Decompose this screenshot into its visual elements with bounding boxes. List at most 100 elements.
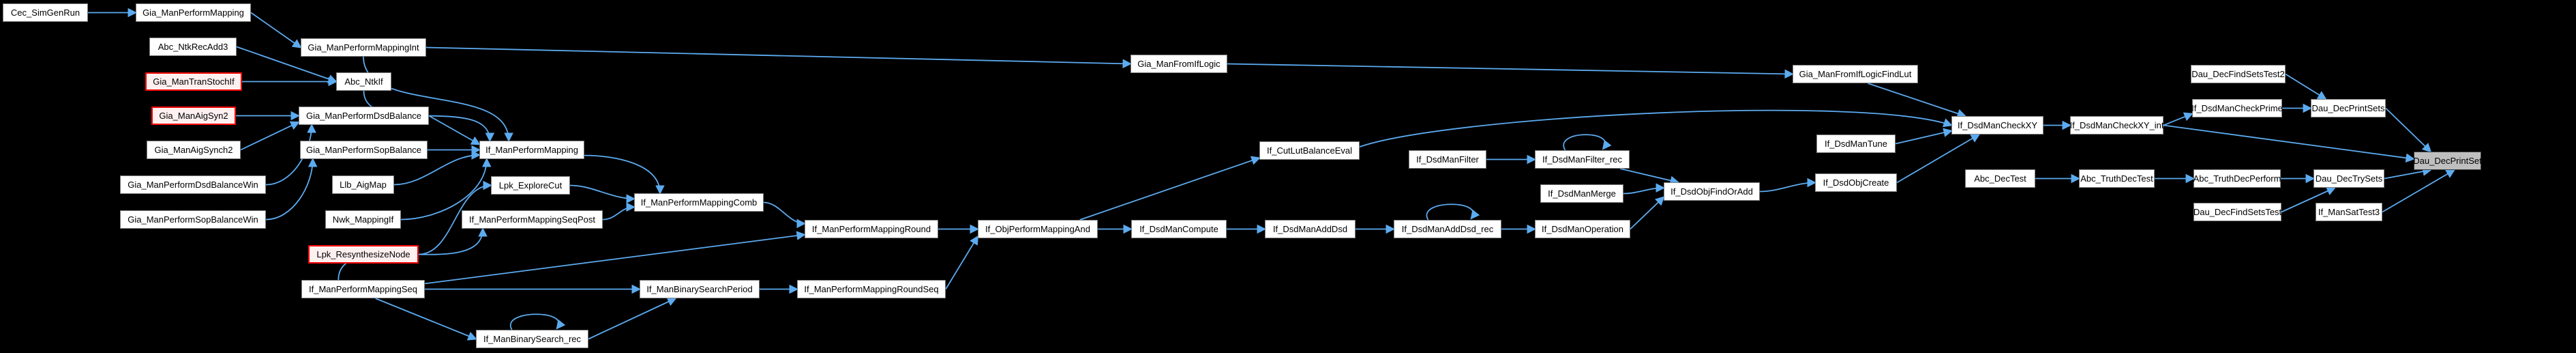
graph-node-dsdbalwin[interactable]: Gia_ManPerformDsdBalanceWin [120, 175, 266, 194]
graph-edge-filterrec-findor [1619, 168, 1680, 185]
node-label: Dau_DecTrySets [2315, 173, 2383, 184]
graph-node-checkxyint[interactable]: If_DsdManCheckXY_int [2070, 116, 2164, 135]
node-label: Dau_DecFindSetsTest2 [2191, 69, 2285, 79]
graph-edge-fromif-findlut [1227, 63, 1795, 79]
graph-edge-comb-round [763, 201, 807, 229]
graph-node-abcdectest[interactable]: Abc_DecTest [1965, 169, 2035, 188]
graph-node-sopbal[interactable]: Gia_ManPerformSopBalance [300, 141, 428, 159]
node-label: If_ManPerformMapping [485, 145, 578, 155]
graph-edge-ifseq-round [424, 231, 807, 285]
graph-node-dsdbal[interactable]: Gia_ManPerformDsdBalance [299, 107, 429, 125]
graph-node-satest3[interactable]: If_ManSatTest3 [2316, 203, 2382, 221]
graph-edge-findor-objcreate [1759, 178, 1817, 193]
graph-edge-tune-checkxy [1895, 128, 1953, 145]
graph-node-oper[interactable]: If_DsdManOperation [1535, 220, 1630, 238]
graph-node-adddsdrec[interactable]: If_DsdManAddDsd_rec [1394, 220, 1501, 238]
node-label: Abc_TruthDecPerform [2193, 173, 2281, 184]
node-label: If_DsdManAddDsd_rec [1401, 224, 1494, 234]
graph-edge-checkxyint-printset [2163, 124, 2416, 163]
node-label: If_ManPerformMappingComb [640, 197, 758, 208]
graph-edge-gmpmi-fromif [425, 46, 1133, 68]
graph-node-filterrec[interactable]: If_DsdManFilter_rec [1535, 150, 1630, 169]
node-label: Lpk_ResynthesizeNode [316, 249, 410, 259]
node-label: If_ManSatTest3 [2318, 207, 2380, 217]
node-label: Dau_DecPrintSets [2311, 103, 2385, 113]
graph-node-ifmap[interactable]: If_ManPerformMapping [479, 141, 584, 159]
node-label: If_DsdManTune [1824, 139, 1887, 149]
graph-node-printsets[interactable]: Dau_DecPrintSets [2311, 99, 2386, 117]
graph-node-fromif[interactable]: Gia_ManFromIfLogic [1130, 55, 1227, 73]
graph-edge-findlut-checkxy [1868, 83, 1967, 118]
node-label: Cec_SimGenRun [10, 8, 80, 18]
graph-node-llbaig[interactable]: Llb_AigMap [332, 175, 394, 194]
graph-edge-abcrec-ntkif [236, 46, 338, 84]
node-label: If_ManBinarySearch_rec [483, 334, 582, 344]
graph-node-objcreate[interactable]: If_DsdObjCreate [1815, 173, 1897, 192]
graph-edge-objcreate-checkxy [1896, 133, 1981, 184]
graph-edge-gmpm-gmpmi [250, 12, 302, 48]
graph-node-bsrec[interactable]: If_ManBinarySearch_rec [476, 330, 588, 348]
graph-node-lpkexp[interactable]: Lpk_ExploreCut [491, 176, 570, 195]
graph-node-merge[interactable]: If_DsdManMerge [1540, 184, 1623, 203]
graph-node-nwkmapif[interactable]: Nwk_MappingIf [325, 210, 401, 229]
graph-node-lutbal[interactable]: If_CutLutBalanceEval [1259, 141, 1360, 160]
graph-edge-roundseq-objand [945, 235, 979, 290]
graph-edge-bsrec-period [588, 297, 677, 340]
graph-node-ntkif[interactable]: Abc_NtkIf [336, 72, 391, 91]
graph-node-trysets[interactable]: Dau_DecTrySets [2313, 169, 2384, 188]
node-label: Gia_ManPerformDsdBalance [305, 111, 422, 121]
graph-node-period[interactable]: If_ManBinarySearchPeriod [640, 280, 760, 298]
node-label: Llb_AigMap [340, 180, 387, 190]
graph-edge-ifmap-comb [584, 154, 665, 195]
node-label: If_DsdManMerge [1548, 188, 1616, 199]
graph-node-adddsd[interactable]: If_DsdManAddDsd [1265, 220, 1356, 238]
graph-node-abcrec[interactable]: Abc_NtkRecAdd3 [149, 38, 237, 56]
graph-edge-ifseq-bsrec [375, 298, 477, 341]
graph-node-aigsyn2[interactable]: Gia_ManAigSyn2 [151, 107, 236, 125]
graph-edge-fstest-trysets [2281, 186, 2337, 213]
graph-node-checkxy[interactable]: If_DsdManCheckXY [1951, 116, 2043, 135]
node-label: If_DsdManCheckXY [1957, 120, 2038, 130]
graph-node-objand[interactable]: If_ObjPerformMappingAnd [978, 220, 1098, 238]
node-label: Abc_DecTest [1974, 173, 2026, 184]
graph-node-gmpm[interactable]: Gia_ManPerformMapping [136, 3, 251, 22]
graph-edge-filterrec-filterrec [1563, 134, 1612, 151]
graph-edge-lpkexp-comb [569, 184, 636, 203]
graph-node-round[interactable]: If_ManPerformMappingRound [805, 220, 938, 238]
node-label: If_ObjPerformMappingAnd [985, 224, 1090, 234]
graph-node-seqpost[interactable]: If_ManPerformMappingSeqPost [462, 210, 603, 229]
graph-edge-fstest2-printsets [2285, 73, 2327, 100]
graph-edge-adddsdrec-adddsdrec [1426, 203, 1480, 221]
graph-node-fstest[interactable]: Dau_DecFindSetsTest [2193, 203, 2281, 221]
node-label: If_DsdManAddDsd [1272, 224, 1348, 234]
graph-node-comb[interactable]: If_ManPerformMappingComb [634, 193, 764, 212]
graph-edge-satest3-printset [2382, 169, 2456, 213]
node-label: Dau_DecPrintSet [2413, 156, 2482, 166]
graph-node-compute[interactable]: If_DsdManCompute [1131, 220, 1227, 238]
graph-node-truthdectest[interactable]: Abc_TruthDecTest [2079, 169, 2155, 188]
node-label: Gia_ManPerformMapping [143, 8, 244, 18]
graph-node-findor[interactable]: If_DsdObjFindOrAdd [1664, 182, 1760, 201]
graph-edge-checkxyint-checkprime [2163, 112, 2193, 126]
graph-node-sopbalwin[interactable]: Gia_ManPerformSopBalanceWin [120, 210, 266, 229]
graph-node-aigsynch2[interactable]: Gia_ManAigSynch2 [147, 141, 241, 159]
graph-node-cec[interactable]: Cec_SimGenRun [3, 3, 88, 22]
node-label: Gia_ManTranStochIf [153, 76, 235, 87]
graph-node-tune[interactable]: If_DsdManTune [1816, 135, 1896, 153]
graph-node-roundseq[interactable]: If_ManPerformMappingRoundSeq [797, 280, 946, 298]
graph-node-truthdecperf[interactable]: Abc_TruthDecPerform [2193, 169, 2281, 188]
node-label: Abc_NtkIf [344, 76, 383, 87]
graph-edge-seqpost-comb [602, 202, 636, 221]
graph-node-transtoch[interactable]: Gia_ManTranStochIf [145, 72, 242, 91]
graph-node-lpkres[interactable]: Lpk_ResynthesizeNode [308, 245, 419, 264]
graph-node-gmpmi[interactable]: Gia_ManPerformMappingInt [301, 38, 426, 57]
node-label: If_DsdManCompute [1139, 224, 1218, 234]
graph-node-checkprime[interactable]: If_DsdManCheckPrime [2191, 99, 2283, 117]
graph-edge-printsets-printset [2385, 107, 2432, 153]
graph-node-ifseq[interactable]: If_ManPerformMappingSeq [301, 280, 425, 298]
graph-node-fstest2[interactable]: Dau_DecFindSetsTest2 [2191, 65, 2286, 83]
graph-node-filter[interactable]: If_DsdManFilter [1409, 150, 1486, 169]
graph-node-findlut[interactable]: Gia_ManFromIfLogicFindLut [1793, 65, 1918, 83]
